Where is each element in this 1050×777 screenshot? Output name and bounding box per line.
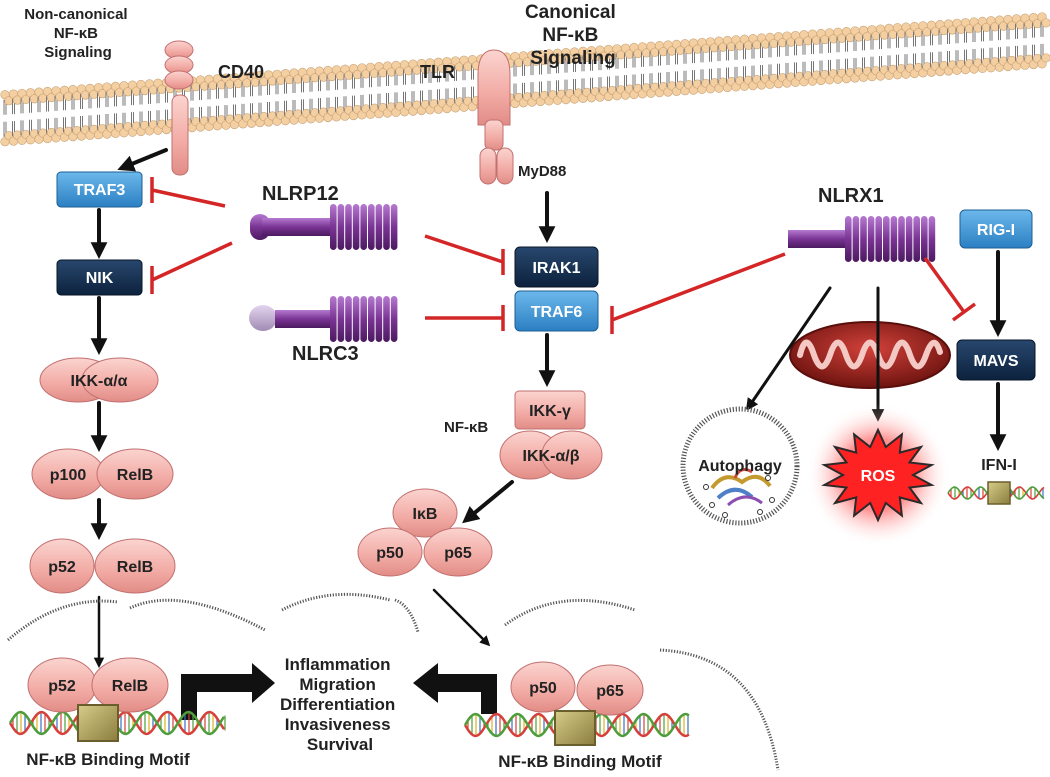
nlrx1-label: NLRX1 bbox=[818, 185, 884, 207]
rigi-box: RIG-I bbox=[959, 209, 1033, 249]
binding-motif-right bbox=[554, 710, 596, 746]
binding-motif-left-label: NF-κB Binding Motif bbox=[26, 750, 190, 769]
nik-box: NIK bbox=[56, 259, 143, 296]
binding-motif-right-label: NF-κB Binding Motif bbox=[498, 752, 662, 771]
binding-motif-left bbox=[77, 704, 119, 742]
autophagosome bbox=[680, 406, 800, 526]
svg-text:TRAF3: TRAF3 bbox=[74, 182, 126, 199]
nfkb-label: NF-κB bbox=[444, 419, 488, 436]
p100-relb-complex: p100 RelB bbox=[31, 448, 174, 500]
mavs-box: MAVS bbox=[956, 339, 1036, 381]
ros-burst bbox=[806, 403, 950, 547]
svg-text:RelB: RelB bbox=[117, 559, 153, 576]
svg-text:p50: p50 bbox=[376, 545, 404, 562]
svg-text:p65: p65 bbox=[596, 683, 624, 700]
svg-text:TRAF6: TRAF6 bbox=[531, 304, 583, 321]
nlrp12-protein bbox=[250, 204, 398, 250]
svg-text:RelB: RelB bbox=[112, 678, 148, 695]
nlrc3-label: NLRC3 bbox=[292, 343, 359, 365]
nlrp12-label: NLRP12 bbox=[262, 183, 339, 205]
traf6-box: TRAF6 bbox=[514, 290, 599, 332]
autophagy-cargo bbox=[703, 468, 775, 518]
autophagy-label: Autophagy bbox=[698, 458, 782, 475]
svg-text:IRAK1: IRAK1 bbox=[532, 260, 580, 277]
traf3-box: TRAF3 bbox=[56, 171, 143, 208]
p50-p65-bound-complex: p50 p65 bbox=[510, 661, 644, 716]
ifn-label: IFN-I bbox=[981, 457, 1017, 474]
noncanonical-title: Non-canonical NF-κB Signaling bbox=[24, 6, 132, 61]
svg-text:p65: p65 bbox=[444, 545, 472, 562]
svg-text:MAVS: MAVS bbox=[973, 353, 1018, 370]
ros-label: ROS bbox=[861, 468, 896, 485]
mitochondrion bbox=[789, 321, 951, 389]
cd40-label: CD40 bbox=[218, 62, 264, 82]
ikk-alpha-alpha: IKK-α/α bbox=[39, 357, 159, 403]
chromatin-fibers bbox=[7, 592, 780, 771]
svg-text:IKK-α/α: IKK-α/α bbox=[71, 373, 128, 390]
p52-relb-complex: p52 RelB bbox=[29, 538, 176, 594]
svg-text:p100: p100 bbox=[50, 467, 87, 484]
inhibition-lines bbox=[150, 177, 977, 334]
canonical-title: Canonical NF-κB Signaling bbox=[525, 2, 621, 69]
cd40-receptor bbox=[164, 40, 194, 176]
svg-text:IKK-α/β: IKK-α/β bbox=[523, 448, 580, 465]
outcome-arrows bbox=[181, 663, 497, 720]
tlr-label: TLR bbox=[420, 62, 455, 82]
svg-text:p52: p52 bbox=[48, 678, 76, 695]
myd88-adaptor bbox=[479, 147, 514, 185]
svg-text:NIK: NIK bbox=[86, 270, 114, 287]
outcomes-list: Inflammation Migration Differentiation I… bbox=[280, 655, 400, 754]
ikb-p50-p65-complex: IκB p50 p65 bbox=[357, 488, 493, 577]
ikk-complex: IKK-γ IKK-α/β bbox=[499, 390, 603, 480]
p52-relb-bound-complex: p52 RelB bbox=[27, 657, 169, 713]
myd88-label: MyD88 bbox=[518, 163, 566, 180]
cell-membrane bbox=[0, 12, 1050, 147]
nlrx1-protein bbox=[788, 216, 936, 262]
activation-arrows bbox=[90, 148, 1007, 669]
svg-text:RIG-I: RIG-I bbox=[977, 222, 1015, 239]
svg-text:IκB: IκB bbox=[413, 506, 438, 523]
ifn-binding-motif bbox=[987, 481, 1011, 505]
tlr-receptor bbox=[477, 49, 511, 151]
svg-text:RelB: RelB bbox=[117, 467, 153, 484]
svg-text:p50: p50 bbox=[529, 680, 557, 697]
svg-text:p52: p52 bbox=[48, 559, 76, 576]
svg-text:IKK-γ: IKK-γ bbox=[529, 403, 571, 420]
nlrc3-protein bbox=[249, 296, 398, 342]
irak1-box: IRAK1 bbox=[514, 246, 599, 288]
